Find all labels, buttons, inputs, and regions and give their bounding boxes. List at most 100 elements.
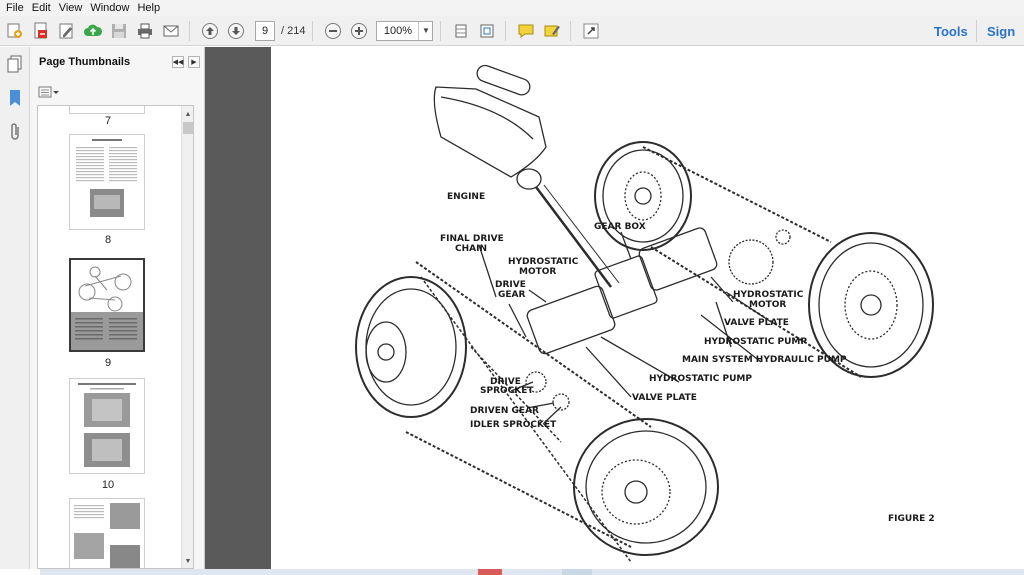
arrow-down-icon xyxy=(228,22,244,39)
print-icon xyxy=(138,23,152,38)
pages-icon xyxy=(7,55,22,73)
menu-bar: File Edit View Window Help xyxy=(0,0,1024,16)
tools-link[interactable]: Tools xyxy=(934,24,968,39)
page-thumbnails-button[interactable] xyxy=(5,53,25,75)
label-drive-sprocket: DRIVE xyxy=(490,377,521,387)
attachments-button[interactable] xyxy=(5,121,25,143)
sign-link[interactable]: Sign xyxy=(987,24,1016,39)
highlighter-icon xyxy=(544,25,561,36)
expand-icon xyxy=(583,23,599,38)
scrollbar-thumb[interactable] xyxy=(183,122,193,134)
comment-button[interactable] xyxy=(515,20,537,42)
previous-page-button[interactable] xyxy=(199,20,221,42)
chevron-down-icon[interactable]: ▼ xyxy=(418,21,432,40)
menu-view[interactable]: View xyxy=(58,2,83,14)
label-hydrostatic-pump-right: HYDROSTATIC PUMP xyxy=(704,337,807,347)
thumbnail-list: 7 8 xyxy=(37,105,194,569)
document-gutter xyxy=(205,47,271,569)
thumbnail-label: 8 xyxy=(104,234,112,246)
scroll-up-icon[interactable]: ▲ xyxy=(184,110,192,118)
create-pdf-icon xyxy=(7,23,22,38)
label-final-drive: FINAL DRIVE xyxy=(440,234,504,244)
save-icon xyxy=(112,23,126,38)
highlight-button[interactable] xyxy=(541,20,563,42)
collapse-panel-button[interactable]: ◀◀ xyxy=(172,56,184,68)
menu-file[interactable]: File xyxy=(6,2,24,14)
zoom-in-button[interactable] xyxy=(348,20,370,42)
panel-title: Page Thumbnails xyxy=(39,56,131,68)
label-motor-right: MOTOR xyxy=(749,300,787,310)
document-page: ENGINE GEAR BOX FINAL DRIVE CHAIN HYDROS… xyxy=(271,47,1024,569)
mail-icon xyxy=(163,25,179,36)
label-valve-plate-right: VALVE PLATE xyxy=(724,318,789,328)
bookmarks-button[interactable] xyxy=(5,87,25,109)
label-driven-gear: DRIVEN GEAR xyxy=(470,406,539,416)
drive-system-diagram xyxy=(355,64,934,563)
thumbnails-panel: Page Thumbnails ◀◀ ▶ 7 8 xyxy=(30,47,205,569)
menu-edit[interactable]: Edit xyxy=(31,2,51,14)
zoom-dropdown[interactable]: 100% ▼ xyxy=(376,20,434,41)
page-scroll-icon xyxy=(455,24,467,37)
label-hydrostatic-pump-left: HYDROSTATIC PUMP xyxy=(649,374,752,384)
thumbnail-page-8[interactable] xyxy=(69,134,145,230)
scroll-down-icon[interactable]: ▼ xyxy=(184,557,192,565)
thumbnail-label: 9 xyxy=(104,357,112,369)
print-button[interactable] xyxy=(134,20,156,42)
label-idler-sprocket: IDLER SPROCKET xyxy=(470,420,557,430)
label-sprocket: SPROCKET xyxy=(480,386,534,396)
label-motor-left: MOTOR xyxy=(519,267,557,277)
menu-window[interactable]: Window xyxy=(90,2,130,14)
fit-page-icon xyxy=(480,24,494,37)
toolbar-separator xyxy=(312,20,314,41)
plus-circle-icon xyxy=(351,22,368,39)
minus-circle-icon xyxy=(325,22,342,39)
thumbnail-page-9[interactable] xyxy=(69,258,145,352)
arrow-up-icon xyxy=(202,22,218,39)
label-engine: ENGINE xyxy=(447,192,486,202)
panel-header: Page Thumbnails ◀◀ ▶ xyxy=(30,47,205,77)
upload-button[interactable] xyxy=(82,20,104,42)
thumbnail-scrollbar[interactable]: ▲ ▼ xyxy=(181,106,193,568)
label-drive-gear: DRIVE xyxy=(495,280,526,290)
thumbnail-page-10[interactable] xyxy=(69,378,145,474)
scrolling-mode-button[interactable] xyxy=(450,20,472,42)
thumbnail-options-button[interactable] xyxy=(38,85,60,99)
status-segment xyxy=(478,569,502,575)
thumbnail-page-11[interactable] xyxy=(69,498,145,568)
save-button[interactable] xyxy=(108,20,130,42)
thumbnail-label: 10 xyxy=(101,479,115,491)
thumbnail-page-7[interactable] xyxy=(69,106,145,114)
next-page-button[interactable] xyxy=(225,20,247,42)
label-hydrostatic-motor-right: HYDROSTATIC xyxy=(733,290,804,300)
label-gear: GEAR xyxy=(498,290,526,300)
page-number-input[interactable]: 9 xyxy=(255,20,275,41)
options-menu-icon xyxy=(38,86,59,98)
edit-document-icon xyxy=(59,23,73,38)
pdf-file-icon xyxy=(34,22,47,38)
zoom-value: 100% xyxy=(383,24,413,37)
bookmark-icon xyxy=(10,90,20,106)
comment-icon xyxy=(518,24,534,38)
create-pdf-button[interactable] xyxy=(4,20,26,42)
page-11-preview xyxy=(74,503,140,568)
zoom-out-button[interactable] xyxy=(322,20,344,42)
page-10-preview xyxy=(78,383,136,467)
cloud-upload-icon xyxy=(84,24,103,36)
full-screen-button[interactable] xyxy=(580,20,602,42)
toolbar-separator xyxy=(505,20,507,41)
label-valve-plate-left: VALVE PLATE xyxy=(632,393,697,403)
convert-pdf-button[interactable] xyxy=(30,20,52,42)
menu-help[interactable]: Help xyxy=(137,2,161,14)
figure-caption: FIGURE 2 xyxy=(888,514,935,524)
label-main-hydraulic-pump: MAIN SYSTEM HYDRAULIC PUMP xyxy=(682,355,847,365)
status-bar xyxy=(0,569,1024,575)
fit-page-button[interactable] xyxy=(476,20,498,42)
status-segment xyxy=(562,569,592,575)
page-9-preview xyxy=(71,260,143,350)
expand-panel-button[interactable]: ▶ xyxy=(188,56,200,68)
status-segment xyxy=(0,569,40,575)
email-button[interactable] xyxy=(160,20,182,42)
edit-button[interactable] xyxy=(56,20,78,42)
page-count: / 214 xyxy=(281,24,306,37)
thumbnail-label: 7 xyxy=(104,115,112,127)
